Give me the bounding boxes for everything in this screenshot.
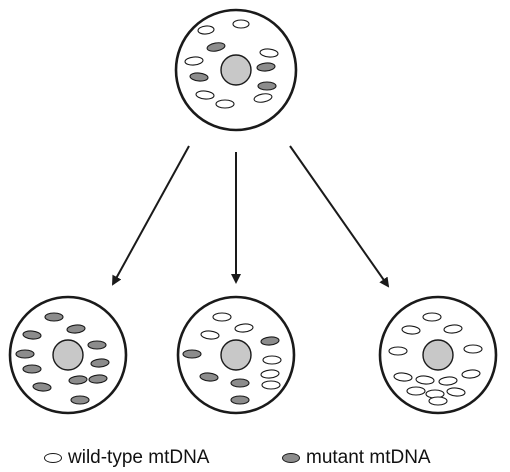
wild-type-mtdna: [415, 375, 435, 385]
mutant-mtdna: [199, 372, 219, 382]
mtdna-segregation-diagram: [8, 8, 498, 415]
mutant-mtdna: [32, 382, 52, 392]
mutant-mtdna: [88, 374, 108, 384]
mutant-mtdna: [182, 349, 202, 359]
wild-type-mtdna: [438, 376, 458, 386]
wild-type-mtdna: [393, 372, 413, 382]
wild-type-mtdna: [262, 355, 282, 365]
mutant-mtdna: [260, 336, 280, 346]
wild-type-mtdna: [200, 330, 220, 340]
wild-type-mtdna: [259, 48, 279, 58]
mutant-mtdna: [68, 375, 88, 385]
wild-type-mtdna: [215, 99, 235, 109]
legend-wild-type-label: wild-type mtDNA: [68, 447, 210, 468]
nucleus: [220, 54, 252, 86]
mutant-mtdna: [230, 395, 250, 405]
wild-type-mtdna: [234, 323, 254, 333]
mutant-mtdna: [22, 330, 42, 340]
parent-cell: [174, 8, 298, 132]
wild-type-mtdna: [422, 312, 442, 322]
legend-wild-type: wild-type mtDNA: [44, 447, 209, 469]
daughter-cell-left: [8, 295, 128, 415]
nucleus: [422, 339, 454, 371]
mutant-mtdna: [44, 312, 64, 322]
wild-type-mtdna: [463, 344, 483, 354]
wild-type-mtdna: [428, 396, 448, 406]
arrow-left: [112, 145, 190, 286]
wild-type-mtdna: [261, 380, 281, 390]
mutant-mtdna: [257, 81, 277, 91]
mutant-mtdna: [90, 358, 110, 368]
daughter-cell-middle: [176, 295, 296, 415]
wild-type-mtdna: [443, 324, 463, 334]
wild-type-mtdna: [388, 346, 408, 356]
wild-type-mtdna: [260, 369, 280, 379]
daughter-cell-right: [378, 295, 498, 415]
legend-mutant-label: mutant mtDNA: [306, 447, 431, 468]
mutant-mtdna: [189, 72, 209, 82]
nucleus: [52, 339, 84, 371]
mutant-mtdna: [256, 62, 276, 72]
mutant-mtdna: [230, 378, 250, 388]
mutant-mtdna: [15, 349, 35, 359]
wild-type-mtdna-icon: [44, 453, 62, 463]
mutant-mtdna: [87, 340, 107, 350]
legend-mutant: mutant mtDNA: [282, 447, 431, 469]
wild-type-mtdna: [232, 19, 250, 29]
arrow-right: [289, 145, 390, 288]
mutant-mtdna: [206, 42, 226, 52]
wild-type-mtdna: [253, 93, 273, 103]
wild-type-mtdna: [184, 56, 204, 66]
mutant-mtdna: [66, 324, 86, 334]
nucleus: [220, 339, 252, 371]
wild-type-mtdna: [195, 90, 215, 100]
wild-type-mtdna: [446, 387, 466, 397]
wild-type-mtdna: [212, 312, 232, 322]
mutant-mtdna: [22, 364, 42, 374]
mutant-mtdna: [70, 395, 90, 405]
mutant-mtdna-icon: [282, 453, 300, 463]
wild-type-mtdna: [461, 369, 481, 379]
wild-type-mtdna: [406, 386, 426, 396]
wild-type-mtdna: [401, 325, 421, 335]
wild-type-mtdna: [197, 25, 215, 35]
